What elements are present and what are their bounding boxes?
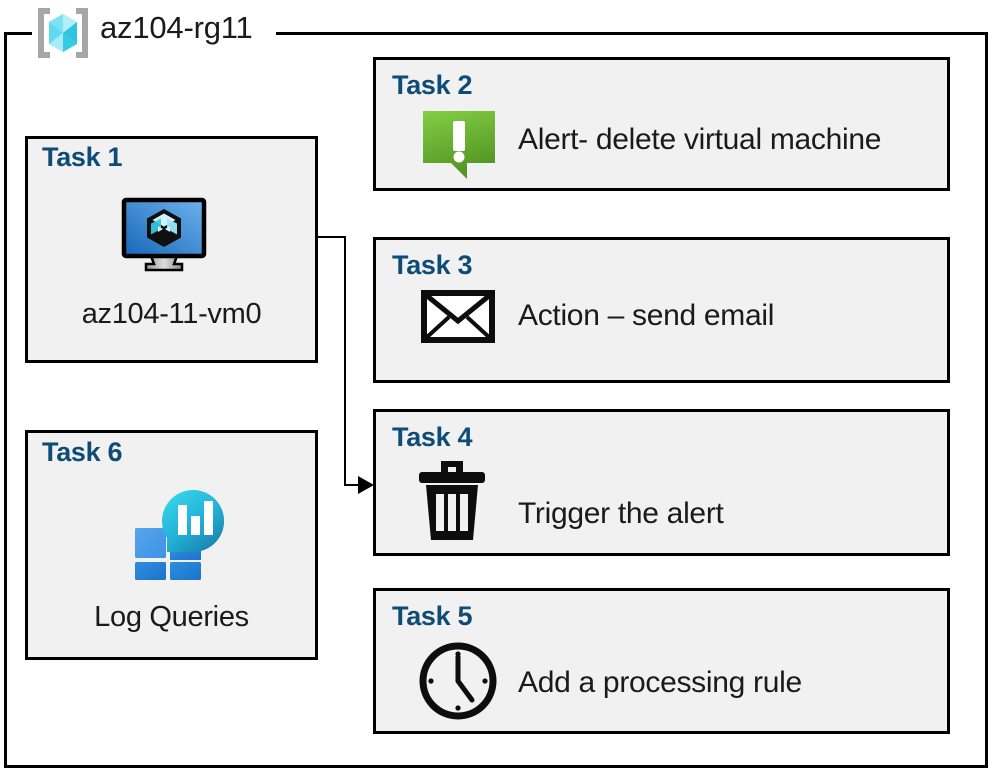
task-3-text: Action – send email bbox=[518, 299, 775, 332]
task-4-text: Trigger the alert bbox=[518, 497, 724, 530]
resource-group-name: az104-rg11 bbox=[100, 10, 253, 45]
resource-group-border-top-left bbox=[4, 32, 32, 35]
envelope-icon bbox=[421, 290, 495, 343]
task-4-label: Task 4 bbox=[392, 422, 473, 452]
vm-to-trigger-connector-arrowhead-icon bbox=[358, 476, 374, 494]
task-1-caption: az104-11-vm0 bbox=[81, 298, 262, 330]
virtual-machine-icon bbox=[118, 196, 210, 272]
resource-group-border-bottom bbox=[4, 765, 988, 768]
task-3-label: Task 3 bbox=[392, 250, 473, 280]
resource-group-border-right bbox=[985, 32, 988, 768]
resource-group-border-top-right bbox=[276, 32, 988, 35]
task-2-label: Task 2 bbox=[392, 70, 473, 100]
task-6-caption: Log Queries bbox=[94, 601, 249, 633]
clock-icon bbox=[417, 640, 499, 722]
trash-icon bbox=[415, 458, 489, 542]
task-1-label: Task 1 bbox=[42, 142, 123, 172]
alert-exclamation-icon bbox=[421, 107, 497, 181]
task-5-label: Task 5 bbox=[392, 601, 473, 631]
resource-group-border-left bbox=[4, 32, 7, 768]
log-analytics-icon bbox=[127, 486, 237, 582]
vm-to-trigger-connector-segment-vertical bbox=[344, 236, 346, 486]
vm-to-trigger-connector-segment-horizontal-bottom bbox=[344, 484, 366, 486]
task-card-5[interactable] bbox=[373, 588, 950, 734]
task-6-label: Task 6 bbox=[42, 437, 123, 467]
task-2-text: Alert- delete virtual machine bbox=[518, 123, 882, 156]
task-5-text: Add a processing rule bbox=[518, 666, 802, 699]
resource-group-cube-icon bbox=[34, 6, 92, 60]
